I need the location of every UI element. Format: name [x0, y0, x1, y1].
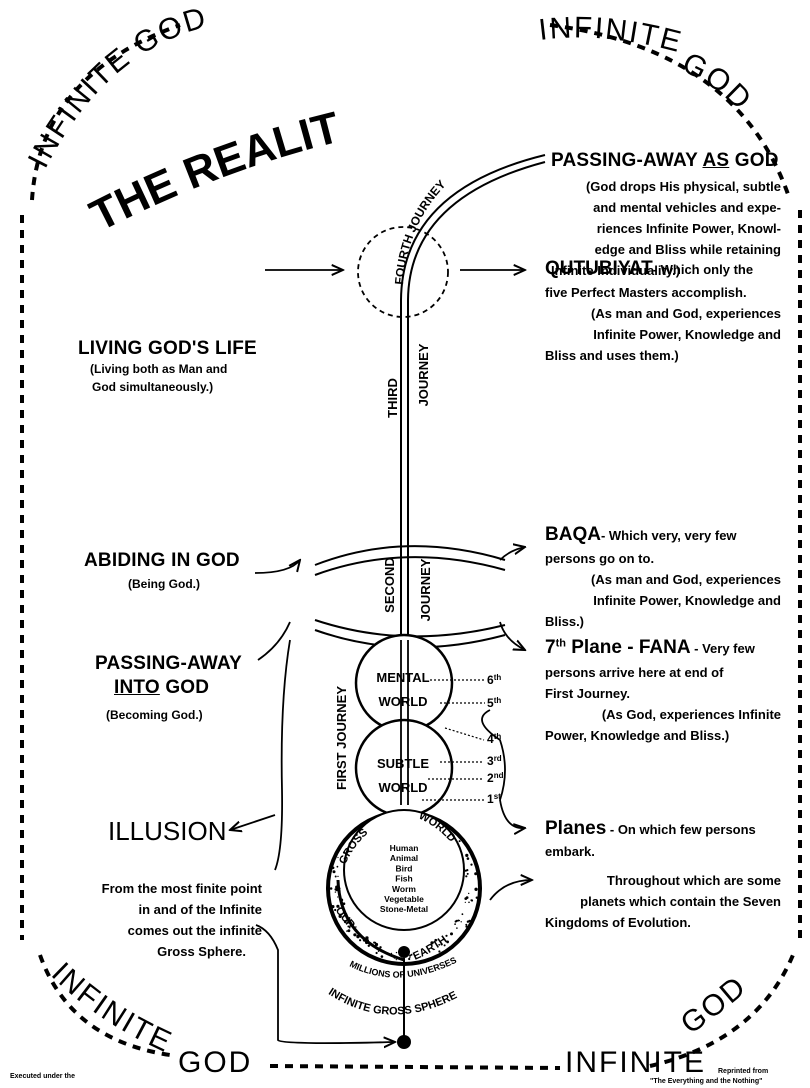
kingdom-item: Fish — [395, 874, 412, 884]
kingdom-item: Worm — [392, 884, 416, 894]
finite-point-line-2: in and of the Infinite — [72, 899, 262, 920]
fana-line-4: Power, Knowledge and Bliss.) — [545, 725, 781, 746]
planes-line-2: embark. — [545, 842, 595, 862]
plane-label: 1st — [487, 792, 501, 806]
qutubiyat-line-4: Bliss and uses them.) — [545, 345, 781, 366]
baqa-line-1: persons go on to. — [545, 548, 781, 569]
second-journey-label-b: JOURNEY — [418, 558, 433, 621]
passing-as-line-3: riences Infinite Power, Knowl- — [551, 218, 781, 239]
plane-label: 5th — [487, 696, 501, 710]
corner-bottom-right-b: GOD — [675, 969, 753, 1040]
footer-right-b: "The Everything and the Nothing" — [650, 1078, 762, 1085]
passing-as-line-1: (God drops His physical, subtle — [551, 176, 781, 197]
corner-top-left: INFINITE GOD — [22, 1, 211, 173]
third-journey-label-a: THIRD — [385, 378, 400, 418]
passing-into-title-2: INTO GOD — [114, 677, 209, 699]
qutubiyat-body: five Perfect Masters accomplish. (As man… — [545, 282, 781, 366]
abiding-sub: (Being God.) — [128, 574, 200, 594]
throughout-line-1: Throughout which are some — [545, 870, 781, 891]
passing-into-title-1: PASSING-AWAY — [95, 653, 242, 675]
subtle-world-label: WORLD — [378, 780, 427, 795]
third-journey-label-b: JOURNEY — [416, 343, 431, 406]
passing-as-title: PASSING-AWAY AS GOD — [551, 150, 779, 172]
kingdom-item: Animal — [390, 853, 418, 863]
planes-heading: Planes - On which few persons — [545, 818, 756, 840]
first-journey-label: FIRST JOURNEY — [334, 686, 349, 790]
baqa-line-2: (As man and God, experiences — [545, 569, 781, 590]
baqa-band — [315, 546, 505, 647]
corner-bottom-left-a: INFINITE — [45, 956, 178, 1059]
kingdom-item: Bird — [396, 863, 413, 873]
qutubiyat-heading: QUTUBIYAT- Which only the — [545, 258, 753, 280]
fana-line-1: persons arrive here at end of — [545, 662, 781, 683]
corner-top-right-a: INFINITE — [537, 11, 686, 59]
throughout-line-2: planets which contain the Seven — [545, 891, 781, 912]
finite-point-lower — [397, 1035, 411, 1049]
finite-point-upper — [398, 946, 410, 958]
infinite-gross-label: INFINITE GROSS SPHERE — [326, 986, 459, 1018]
corner-bottom-left-b: GOD — [178, 1046, 252, 1079]
svg-text:GOD: GOD — [675, 969, 753, 1040]
qutubiyat-line-3: Infinite Power, Knowledge and — [545, 324, 781, 345]
living-gods-life-title: LIVING GOD'S LIFE — [78, 338, 257, 360]
throughout-line-3: Kingdoms of Evolution. — [545, 912, 781, 933]
passing-as-line-2: and mental vehicles and expe- — [551, 197, 781, 218]
svg-text:GOD: GOD — [677, 46, 758, 117]
finite-point-line-1: From the most finite point — [72, 878, 262, 899]
throughout-body: Throughout which are some planets which … — [545, 870, 781, 933]
corner-bottom-right-a: INFINITE — [565, 1046, 706, 1079]
plane-label: 3rd — [487, 754, 502, 768]
qutubiyat-line-2: (As man and God, experiences — [545, 303, 781, 324]
fana-line-2: First Journey. — [545, 683, 781, 704]
baqa-line-3: Infinite Power, Knowledge and — [545, 590, 781, 611]
qutubiyat-line-1: five Perfect Masters accomplish. — [545, 282, 781, 303]
footer-left: Executed under the — [10, 1073, 75, 1080]
plane-label: 6th — [487, 673, 501, 687]
baqa-body: persons go on to. (As man and God, exper… — [545, 548, 781, 632]
subtle-label: SUBTLE — [377, 756, 429, 771]
corner-top-right-b: GOD — [677, 46, 758, 117]
living-sub-2: God simultaneously.) — [92, 378, 213, 396]
baqa-line-4: Bliss.) — [545, 611, 781, 632]
mental-label: MENTAL — [376, 670, 429, 685]
passing-into-sub: (Becoming God.) — [106, 705, 203, 725]
finite-point-line-3: comes out the infinite — [72, 920, 262, 941]
fana-line-3: (As God, experiences Infinite — [545, 704, 781, 725]
passing-as-line-4: edge and Bliss while retaining — [551, 239, 781, 260]
svg-text:INFINITE: INFINITE — [45, 956, 178, 1059]
kingdom-item: Stone-Metal — [380, 904, 428, 914]
kingdom-item: Human — [390, 843, 419, 853]
living-sub-1: (Living both as Man and — [90, 360, 227, 378]
plane-label: 2nd — [487, 771, 504, 785]
fana-body: persons arrive here at end of First Jour… — [545, 662, 781, 746]
baqa-heading: BAQA- Which very, very few — [545, 524, 737, 546]
footer-right-a: Reprinted from — [718, 1068, 768, 1075]
svg-text:INFINITE GOD: INFINITE GOD — [22, 1, 211, 173]
kingdom-item: Vegetable — [384, 894, 424, 904]
illusion-label: ILLUSION — [108, 816, 227, 847]
abiding-title: ABIDING IN GOD — [84, 550, 240, 572]
finite-point-text: From the most finite point in and of the… — [72, 878, 262, 962]
svg-text:INFINITE GROSS SPHERE: INFINITE GROSS SPHERE — [326, 986, 459, 1018]
finite-point-line-4: Gross Sphere. — [72, 941, 262, 962]
second-journey-label-a: SECOND — [382, 557, 397, 613]
mental-world-label: WORLD — [378, 694, 427, 709]
fana-heading: 7th Plane - FANA - Very few — [545, 637, 755, 659]
svg-text:INFINITE: INFINITE — [537, 11, 686, 59]
